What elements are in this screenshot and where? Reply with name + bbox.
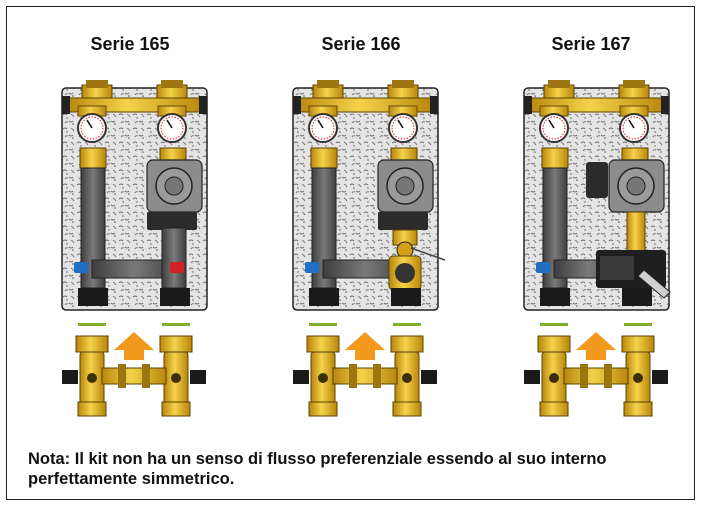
- pump-center: [395, 176, 415, 196]
- top-fitting-nut: [317, 80, 339, 88]
- pump-center: [626, 176, 646, 196]
- series-165-title: Serie 165: [90, 34, 170, 54]
- left-coupling: [310, 147, 338, 169]
- top-fitting-nut: [548, 80, 570, 88]
- upper-union: [159, 335, 193, 353]
- pump-electronics-box: [378, 212, 428, 230]
- series-167-title: Serie 167: [551, 34, 631, 54]
- side-cap-right: [190, 370, 206, 384]
- bottom-manifold: [524, 323, 668, 417]
- top-fitting-nut: [86, 80, 108, 88]
- green-bar-left: [309, 323, 337, 326]
- pump-center: [164, 176, 184, 196]
- green-bar-right: [162, 323, 190, 326]
- side-cap-left: [62, 370, 78, 384]
- kit-2: [523, 80, 671, 417]
- side-cap-right: [421, 370, 437, 384]
- upper-union: [306, 335, 340, 353]
- right-gauge: [388, 105, 418, 143]
- top-fitting-nut: [161, 80, 183, 88]
- flow-arrow-up: [114, 332, 154, 360]
- manifold-cap-right: [199, 96, 207, 114]
- green-bar-left: [78, 323, 106, 326]
- connector-nut: [604, 364, 612, 388]
- green-bar-right: [393, 323, 421, 326]
- side-cap-left: [524, 370, 540, 384]
- lower-union: [308, 401, 338, 417]
- manifold-cap-right: [430, 96, 438, 114]
- green-bar-left: [540, 323, 568, 326]
- bottom-manifold: [62, 323, 206, 417]
- left-gauge: [77, 105, 107, 143]
- right-pipe: [161, 227, 187, 289]
- upper-union: [621, 335, 655, 353]
- cross-connector: [563, 367, 629, 385]
- left-coupling: [79, 147, 107, 169]
- upper-union: [390, 335, 424, 353]
- valve-neck: [626, 211, 646, 253]
- left-gauge: [539, 105, 569, 143]
- side-cap-right: [652, 370, 668, 384]
- side-cap-left: [293, 370, 309, 384]
- bottom-nut-left: [78, 288, 108, 306]
- top-fitting-nut: [623, 80, 645, 88]
- connector-nut: [349, 364, 357, 388]
- left-gauge: [308, 105, 338, 143]
- lower-union: [623, 401, 653, 417]
- kit-0: [61, 80, 208, 417]
- cross-connector: [101, 367, 167, 385]
- valve-capillary: [410, 247, 446, 261]
- left-coupling: [541, 147, 569, 169]
- flow-arrow-up: [345, 332, 385, 360]
- bottom-manifold: [293, 323, 437, 417]
- actuator-lever: [637, 269, 671, 299]
- green-bar-right: [624, 323, 652, 326]
- pump-electronics-box: [147, 212, 197, 230]
- bottom-nut-left: [540, 288, 570, 306]
- connector-nut: [580, 364, 588, 388]
- valve-port: [87, 373, 97, 383]
- bottom-nut-right: [622, 288, 652, 306]
- actuator-label-area: [600, 256, 634, 280]
- lower-union: [77, 401, 107, 417]
- valve-port: [318, 373, 328, 383]
- upper-union: [75, 335, 109, 353]
- valve-port: [171, 373, 181, 383]
- right-gauge: [619, 105, 649, 143]
- valve-port: [549, 373, 559, 383]
- pump-electronics-box: [586, 162, 608, 198]
- red-flow-tag: [170, 262, 184, 273]
- connector-nut: [373, 364, 381, 388]
- bottom-nut-right: [160, 288, 190, 306]
- manifold-cap-left: [524, 96, 532, 114]
- kit-1: [292, 80, 446, 417]
- connector-nut: [118, 364, 126, 388]
- manifold-cap-right: [661, 96, 669, 114]
- upper-union: [537, 335, 571, 353]
- valve-port: [402, 373, 412, 383]
- lower-union: [161, 401, 191, 417]
- flow-direction-note: Nota: Il kit non ha un senso di flusso p…: [28, 450, 607, 488]
- right-gauge: [157, 105, 187, 143]
- top-fitting-nut: [392, 80, 414, 88]
- bottom-nut-right: [391, 288, 421, 306]
- manifold-cap-left: [293, 96, 301, 114]
- series-166-title: Serie 166: [321, 34, 401, 54]
- bottom-nut-left: [309, 288, 339, 306]
- manifold-cap-left: [62, 96, 70, 114]
- blue-flow-tag: [74, 262, 88, 273]
- lower-union: [392, 401, 422, 417]
- flow-arrow-up: [576, 332, 616, 360]
- valve-port: [395, 263, 415, 283]
- valve-port: [633, 373, 643, 383]
- cross-connector: [332, 367, 398, 385]
- blue-flow-tag: [536, 262, 550, 273]
- lower-union: [539, 401, 569, 417]
- connector-nut: [142, 364, 150, 388]
- blue-flow-tag: [305, 262, 319, 273]
